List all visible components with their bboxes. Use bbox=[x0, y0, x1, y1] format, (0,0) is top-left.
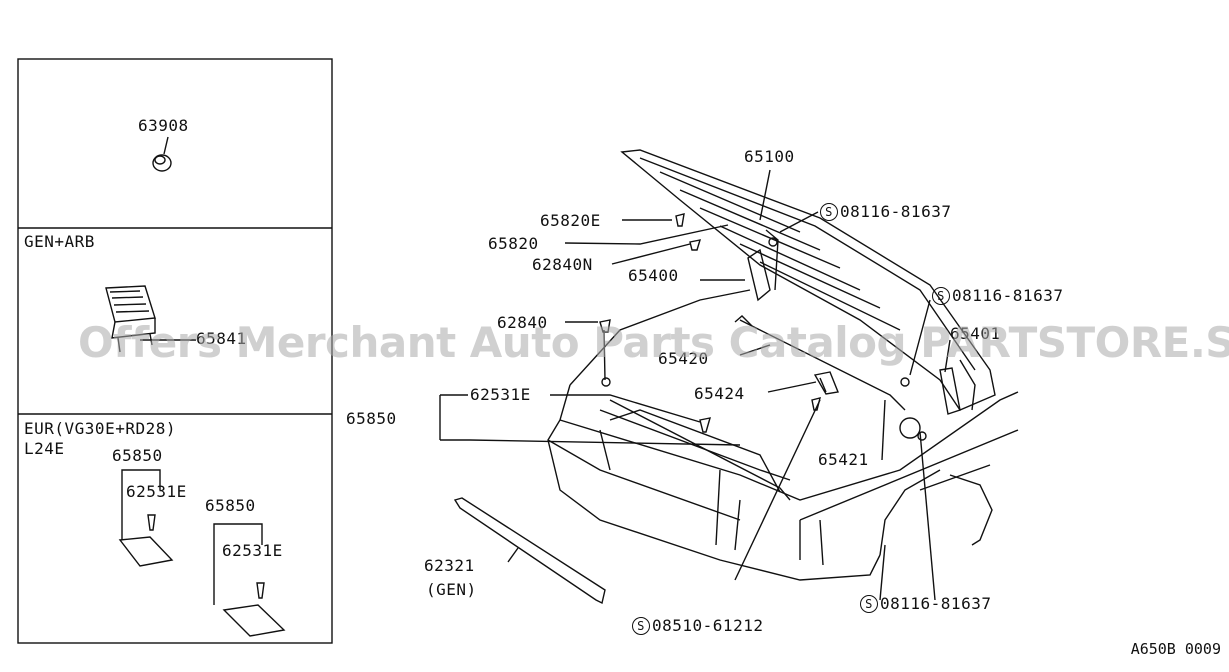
inset-heading-eur: EUR(VG30E+RD28) bbox=[24, 419, 176, 438]
inset-heading-l24e: L24E bbox=[24, 439, 65, 458]
part-number-63908: 63908 bbox=[138, 116, 189, 135]
part-number-62321: 62321 bbox=[424, 556, 475, 575]
part-number-65421: 65421 bbox=[818, 450, 869, 469]
strip-icon bbox=[453, 497, 606, 605]
inset-frame bbox=[17, 58, 333, 644]
grommet-icon bbox=[152, 136, 172, 172]
watermark: Offers Merchant Auto Parts Catalog PARTS… bbox=[78, 318, 1229, 367]
part-number-65841: 65841 bbox=[196, 329, 247, 348]
part-number-65820: 65820 bbox=[488, 234, 539, 253]
part-number-65850: 65850 bbox=[346, 409, 397, 428]
insulator-pad-icon bbox=[105, 285, 196, 353]
leader-lines bbox=[439, 211, 951, 601]
part-number-62840n: 62840N bbox=[532, 255, 593, 274]
screw-symbol-icon: S bbox=[632, 617, 650, 635]
part-number-62531e: 62531E bbox=[126, 482, 187, 501]
part-number-62840: 62840 bbox=[497, 313, 548, 332]
part-number-65400: 65400 bbox=[628, 266, 679, 285]
part-number-08116-81637: 08116-81637 bbox=[840, 202, 952, 221]
diagram-code: A650B 0009 bbox=[1130, 640, 1221, 658]
screw-symbol-icon: S bbox=[932, 287, 950, 305]
part-number-65424: 65424 bbox=[694, 384, 745, 403]
part-number-65850: 65850 bbox=[112, 446, 163, 465]
car-front-body bbox=[547, 289, 1019, 581]
clip-icon bbox=[599, 213, 927, 441]
part-number-08116-81637: 08116-81637 bbox=[952, 286, 1064, 305]
part-number-65850: 65850 bbox=[205, 496, 256, 515]
part-number-65820e: 65820E bbox=[540, 211, 601, 230]
part-number-65100: 65100 bbox=[744, 147, 795, 166]
screw-symbol-icon: S bbox=[860, 595, 878, 613]
part-number-08116-81637: 08116-81637 bbox=[880, 594, 992, 613]
lock-bracket-icon bbox=[118, 469, 286, 637]
part-number-65401: 65401 bbox=[950, 324, 1001, 343]
hood-icon bbox=[620, 149, 996, 411]
part-note-gen: (GEN) bbox=[426, 580, 477, 599]
inset-heading-gen-arb: GEN+ARB bbox=[24, 232, 95, 251]
hood-hinge-icon bbox=[747, 229, 976, 415]
part-number-08510-61212: 08510-61212 bbox=[652, 616, 764, 635]
part-number-62531e: 62531E bbox=[222, 541, 283, 560]
part-number-65420: 65420 bbox=[658, 349, 709, 368]
screw-symbol-icon: S bbox=[820, 203, 838, 221]
part-number-62531e: 62531E bbox=[470, 385, 531, 404]
